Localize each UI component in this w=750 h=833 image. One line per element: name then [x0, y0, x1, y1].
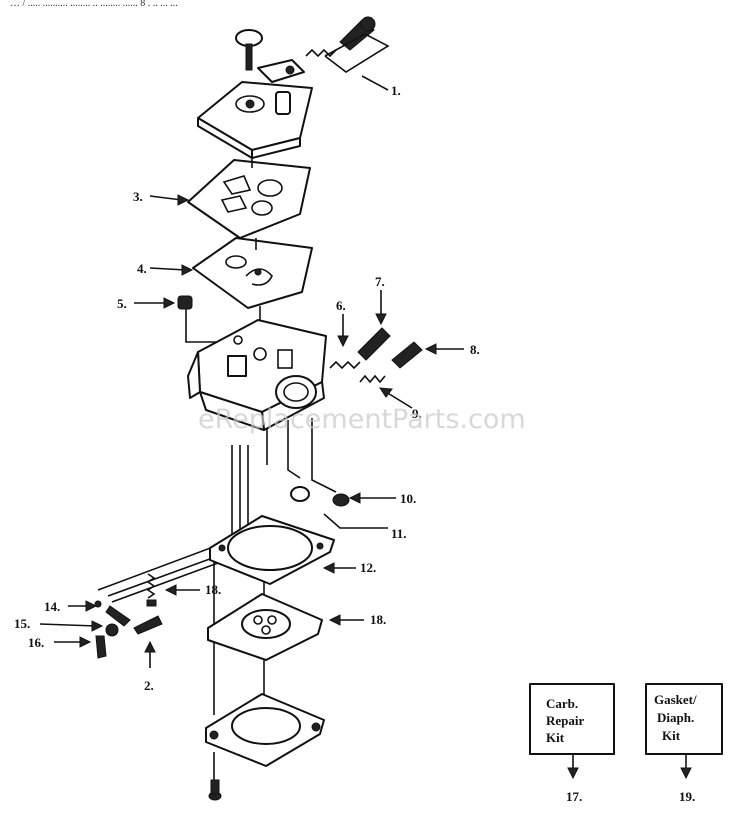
callout-3: 3. [133, 189, 143, 204]
callout-arrows [39, 33, 464, 668]
callout-6: 6. [336, 298, 346, 313]
kit-text-kit-2: Kit [662, 728, 681, 743]
fitting-part-5 [177, 295, 193, 310]
callout-16: 16. [28, 635, 44, 650]
callout-19: 19. [679, 789, 695, 804]
cover-screw-bottom-part [208, 779, 222, 801]
kit-text-diaph: Diaph. [657, 710, 694, 725]
callout-14: 14. [44, 599, 60, 614]
header-text: … / ..... .......... ........ .. .......… [10, 0, 178, 9]
needle-part-7 [357, 327, 391, 361]
callout-1: 1. [391, 83, 401, 98]
kit-text-gasket: Gasket/ [654, 692, 697, 707]
spring-part-18 [146, 573, 157, 607]
gasket-part-3 [187, 159, 311, 239]
metering-cover-part [197, 59, 313, 159]
callout-9: 9. [412, 406, 422, 421]
spring-part-9 [359, 374, 386, 384]
pump-diaphragm-part-13 [207, 593, 323, 661]
cover-screw-part [235, 29, 263, 71]
callout-18-upper: 18. [205, 582, 221, 597]
kit-text-kit: Kit [546, 730, 565, 745]
callout-8: 8. [470, 342, 480, 357]
callout-10: 10. [400, 491, 416, 506]
callout-17: 17. [566, 789, 582, 804]
callout-7: 7. [375, 274, 385, 289]
pump-gasket-part-12 [209, 515, 335, 585]
pump-cover-part [205, 693, 325, 767]
callout-labels: 1. 3. 4. 5. 6. 7. 8. 9. 10. 11. 12. 18. … [14, 83, 480, 693]
needle-part-8 [391, 341, 423, 369]
callout-2: 2. [144, 678, 154, 693]
callout-12: 12. [360, 560, 376, 575]
small-parts-left [94, 600, 163, 659]
plug-part-10 [332, 493, 350, 507]
carb-repair-kit-box: Carb. Repair Kit 17. [529, 683, 615, 804]
kit-text-carb: Carb. [546, 696, 578, 711]
needle-spring-part [305, 16, 376, 58]
kit-text-repair: Repair [546, 713, 585, 728]
watermark-text: eReplacementParts.com [198, 404, 526, 435]
washer-part-11 [290, 486, 310, 502]
callout-18-lower: 18. [370, 612, 386, 627]
gasket-diaph-kit-box: Gasket/ Diaph. Kit 19. [645, 683, 723, 804]
callout-4: 4. [137, 261, 147, 276]
diaphragm-part-4 [192, 237, 313, 309]
callout-15: 15. [14, 616, 30, 631]
carburetor-body-part [187, 319, 327, 431]
callout-5: 5. [117, 296, 127, 311]
idle-needle-part-6 [329, 360, 361, 370]
callout-11: 11. [391, 526, 407, 541]
